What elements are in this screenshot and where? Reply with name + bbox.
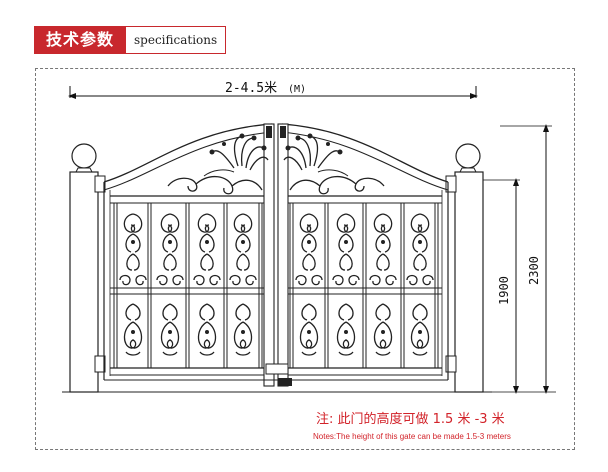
left-gate-leaf [113, 203, 263, 368]
right-gate-leaf [289, 203, 439, 368]
note-en: Notes:The height of this gate can be mad… [313, 432, 511, 441]
height-inner-label: 1900 [497, 276, 511, 305]
height-outer-label: 2300 [527, 256, 541, 285]
width-unit: (M) [288, 84, 306, 95]
gate-rails [104, 195, 448, 381]
fan-ornament [209, 133, 343, 171]
scroll-ornament [167, 169, 385, 195]
header-title-en: specifications [126, 26, 227, 54]
note-cn: 注: 此门的高度可做 1.5 米 -3 米 [316, 411, 505, 427]
drawing-frame [35, 68, 575, 450]
section-header: 技术参数 specifications [34, 26, 227, 54]
left-pillar [69, 143, 106, 393]
gate-arch [103, 123, 449, 380]
header-title-cn: 技术参数 [34, 26, 127, 54]
width-label: 2-4.5米 [225, 81, 277, 96]
right-pillar [445, 143, 484, 393]
